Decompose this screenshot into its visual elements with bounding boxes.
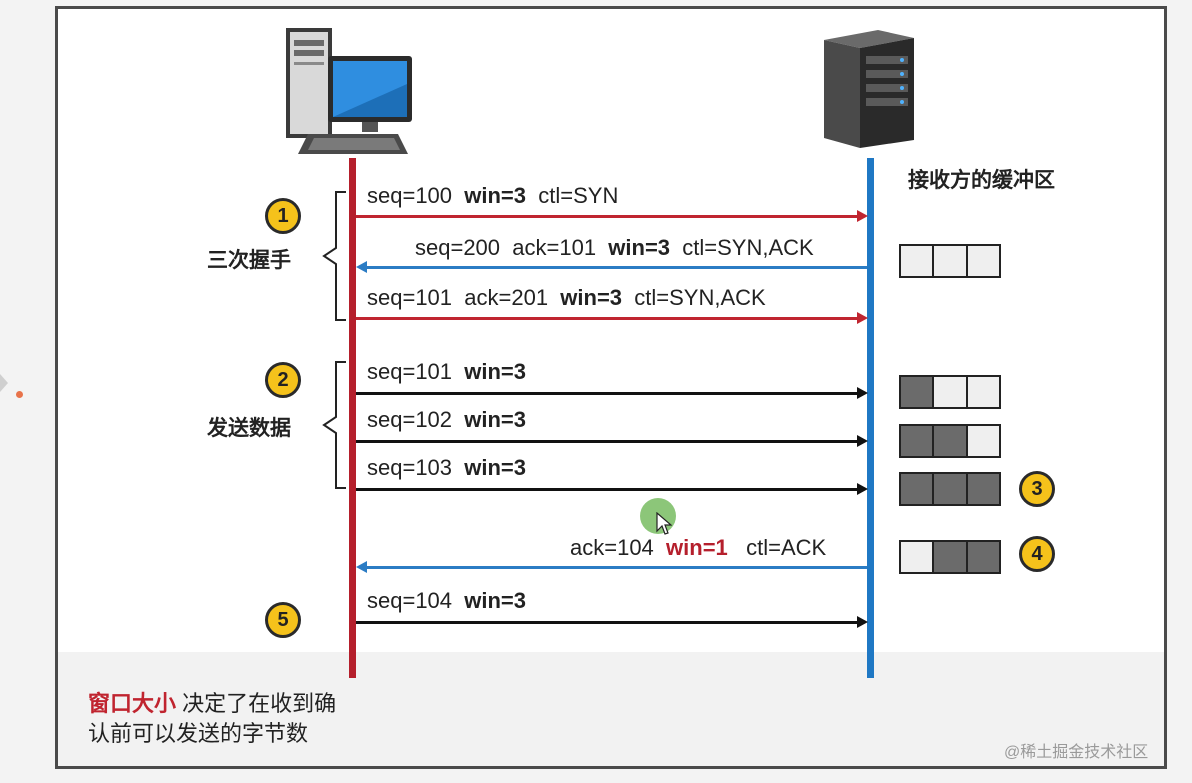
msg-5-label: seq=102 win=3 bbox=[367, 407, 526, 433]
msg-7-label: ack=104 win=1 ctl=ACK bbox=[570, 535, 826, 561]
msg-8-arrow bbox=[356, 621, 859, 624]
send-data-label: 发送数据 bbox=[207, 417, 291, 440]
buffer-state-3 bbox=[899, 424, 1001, 458]
msg-8-seq: seq=104 bbox=[367, 588, 453, 613]
client-lifeline bbox=[349, 158, 356, 678]
buffer-state-1 bbox=[899, 244, 1001, 278]
buffer-state-2 bbox=[899, 375, 1001, 409]
msg-1-win: win=3 bbox=[464, 183, 527, 208]
msg-5-win: win=3 bbox=[464, 407, 527, 432]
mouse-pointer-icon bbox=[656, 512, 672, 535]
msg-2-win: win=3 bbox=[608, 235, 671, 260]
msg-3-win: win=3 bbox=[560, 285, 623, 310]
step-badge-1: 1 bbox=[265, 198, 301, 234]
buffer-cell-filled bbox=[901, 474, 933, 504]
msg-4-arrowhead bbox=[857, 387, 868, 399]
msg-6-label: seq=103 win=3 bbox=[367, 455, 526, 481]
step-badge-4: 4 bbox=[1019, 536, 1055, 572]
buffer-cell bbox=[901, 542, 933, 572]
msg-1-arrow bbox=[356, 215, 859, 218]
msg-8-arrowhead bbox=[857, 616, 868, 628]
watermark: @稀土掘金技术社区 bbox=[1004, 744, 1149, 761]
msg-1-ctl: ctl=SYN bbox=[538, 183, 619, 208]
buffer-cell bbox=[934, 377, 966, 407]
msg-7-win: win=1 bbox=[666, 535, 728, 560]
desktop-computer-icon bbox=[286, 28, 412, 154]
msg-3-ack: ack=201 bbox=[464, 285, 549, 310]
msg-5-arrowhead bbox=[857, 435, 868, 447]
msg-3-arrow bbox=[356, 317, 859, 320]
msg-7-ctl: ctl=ACK bbox=[746, 535, 827, 560]
msg-1-label: seq=100 win=3 ctl=SYN bbox=[367, 183, 618, 209]
msg-5-arrow bbox=[356, 440, 859, 443]
msg-2-arrowhead bbox=[356, 261, 367, 273]
msg-2-arrow bbox=[366, 266, 867, 269]
msg-3-arrowhead bbox=[857, 312, 868, 324]
msg-2-label: seq=200 ack=101 win=3 ctl=SYN,ACK bbox=[415, 235, 814, 261]
server-tower-icon bbox=[824, 30, 914, 148]
msg-1-seq: seq=100 bbox=[367, 183, 453, 208]
msg-4-win: win=3 bbox=[464, 359, 527, 384]
msg-6-win: win=3 bbox=[464, 455, 527, 480]
msg-3-label: seq=101 ack=201 win=3 ctl=SYN,ACK bbox=[367, 285, 766, 311]
msg-2-ack: ack=101 bbox=[512, 235, 597, 260]
msg-7-ack: ack=104 bbox=[570, 535, 654, 560]
msg-3-seq: seq=101 bbox=[367, 285, 453, 310]
msg-8-label: seq=104 win=3 bbox=[367, 588, 526, 614]
buffer-cell-filled bbox=[934, 426, 966, 456]
msg-2-ctl: ctl=SYN,ACK bbox=[682, 235, 814, 260]
note-line-1: 窗口大小 决定了在收到确 bbox=[88, 686, 336, 718]
msg-6-arrowhead bbox=[857, 483, 868, 495]
step-badge-3: 3 bbox=[1019, 471, 1055, 507]
msg-8-win: win=3 bbox=[464, 588, 527, 613]
msg-4-seq: seq=101 bbox=[367, 359, 453, 384]
msg-4-label: seq=101 win=3 bbox=[367, 359, 526, 385]
buffer-cell-filled bbox=[934, 474, 966, 504]
buffer-cell bbox=[967, 246, 999, 276]
msg-6-arrow bbox=[356, 488, 859, 491]
msg-6-seq: seq=103 bbox=[367, 455, 453, 480]
msg-7-arrowhead bbox=[356, 561, 367, 573]
step-badge-5: 5 bbox=[265, 602, 301, 638]
buffer-state-4 bbox=[899, 472, 1001, 506]
server-lifeline bbox=[867, 158, 874, 678]
buffer-cell-filled bbox=[967, 542, 999, 572]
side-arrow-icon bbox=[0, 374, 8, 392]
side-dot bbox=[16, 391, 23, 398]
msg-2-seq: seq=200 bbox=[415, 235, 501, 260]
bottom-note-band bbox=[58, 652, 1164, 766]
handshake-brace bbox=[322, 191, 346, 321]
msg-7-arrow bbox=[366, 566, 867, 569]
buffer-cell-filled bbox=[901, 377, 933, 407]
buffer-cell bbox=[934, 246, 966, 276]
handshake-label: 三次握手 bbox=[207, 249, 291, 272]
msg-5-seq: seq=102 bbox=[367, 407, 453, 432]
msg-4-arrow bbox=[356, 392, 859, 395]
buffer-cell-filled bbox=[901, 426, 933, 456]
buffer-cell-filled bbox=[934, 542, 966, 572]
send-data-brace bbox=[322, 361, 346, 489]
buffer-cell bbox=[967, 426, 999, 456]
note-line-1-rest: 决定了在收到确 bbox=[176, 691, 337, 716]
buffer-title: 接收方的缓冲区 bbox=[908, 169, 1055, 192]
msg-1-arrowhead bbox=[857, 210, 868, 222]
note-line-2: 认前可以发送的字节数 bbox=[88, 721, 309, 746]
buffer-state-5 bbox=[899, 540, 1001, 574]
buffer-cell bbox=[901, 246, 933, 276]
buffer-cell-filled bbox=[967, 474, 999, 504]
msg-3-ctl: ctl=SYN,ACK bbox=[634, 285, 766, 310]
buffer-cell bbox=[967, 377, 999, 407]
note-highlight: 窗口大小 bbox=[88, 691, 177, 716]
step-badge-2: 2 bbox=[265, 362, 301, 398]
